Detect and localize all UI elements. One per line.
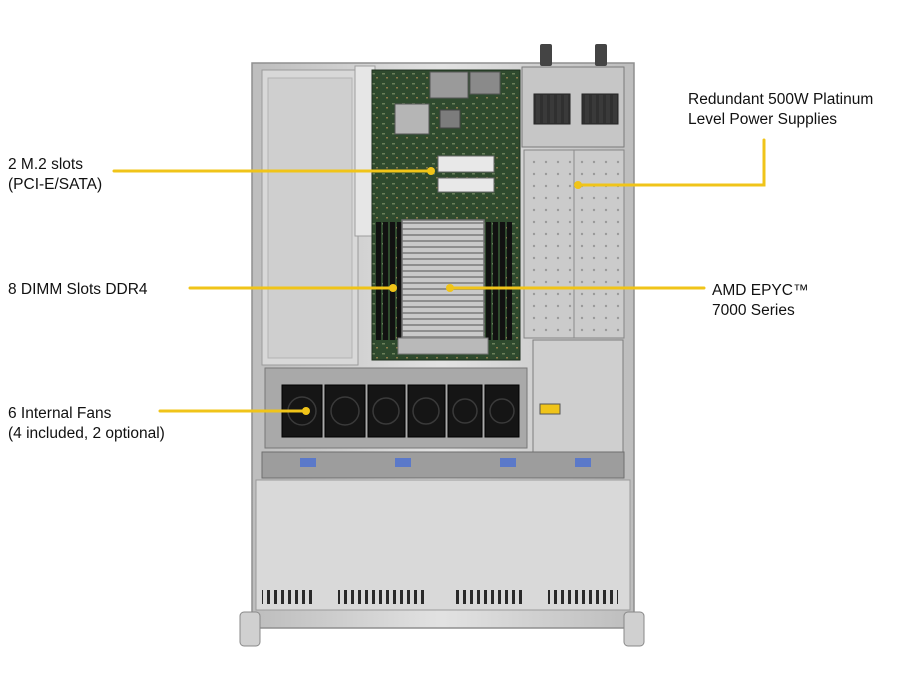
callout-fans-line2: (4 included, 2 optional) bbox=[8, 425, 165, 442]
dimm-slots bbox=[376, 222, 512, 340]
callout-cpu-line2: 7000 Series bbox=[712, 302, 795, 319]
m2-slots bbox=[437, 155, 495, 193]
callout-power-line2: Level Power Supplies bbox=[688, 111, 838, 128]
power-supplies bbox=[521, 44, 625, 453]
callout-power-line1: Redundant 500W Platinum bbox=[688, 91, 874, 108]
callout-cpu: AMD EPYC™ 7000 Series bbox=[712, 281, 808, 321]
leader-lines bbox=[112, 138, 766, 413]
callout-cpu-line1: AMD EPYC™ bbox=[712, 282, 809, 299]
cable-tray bbox=[261, 451, 625, 479]
m2-card-2 bbox=[437, 177, 495, 193]
callout-fans-line1: 6 Internal Fans bbox=[8, 405, 112, 422]
callout-m2-slots: 2 M.2 slots (PCI-E/SATA) bbox=[8, 155, 102, 195]
callout-m2-line1: 2 M.2 slots bbox=[8, 156, 83, 173]
callout-dimm-line1: 8 DIMM Slots DDR4 bbox=[8, 281, 148, 298]
front-panel bbox=[239, 479, 645, 647]
rack-ear-right bbox=[623, 611, 645, 647]
power-distribution bbox=[532, 339, 624, 453]
m2-card-1 bbox=[437, 155, 495, 173]
callout-dimm-slots: 8 DIMM Slots DDR4 bbox=[8, 280, 148, 300]
callout-m2-line2: (PCI-E/SATA) bbox=[8, 176, 103, 193]
cpu-heatsink bbox=[397, 219, 489, 355]
leader-power bbox=[576, 138, 766, 187]
callout-power-supplies: Redundant 500W Platinum Level Power Supp… bbox=[688, 90, 873, 130]
callout-internal-fans: 6 Internal Fans (4 included, 2 optional) bbox=[8, 404, 165, 444]
leader-dots bbox=[302, 167, 582, 415]
internal-fans bbox=[264, 367, 528, 449]
rack-ear-left bbox=[239, 611, 261, 647]
